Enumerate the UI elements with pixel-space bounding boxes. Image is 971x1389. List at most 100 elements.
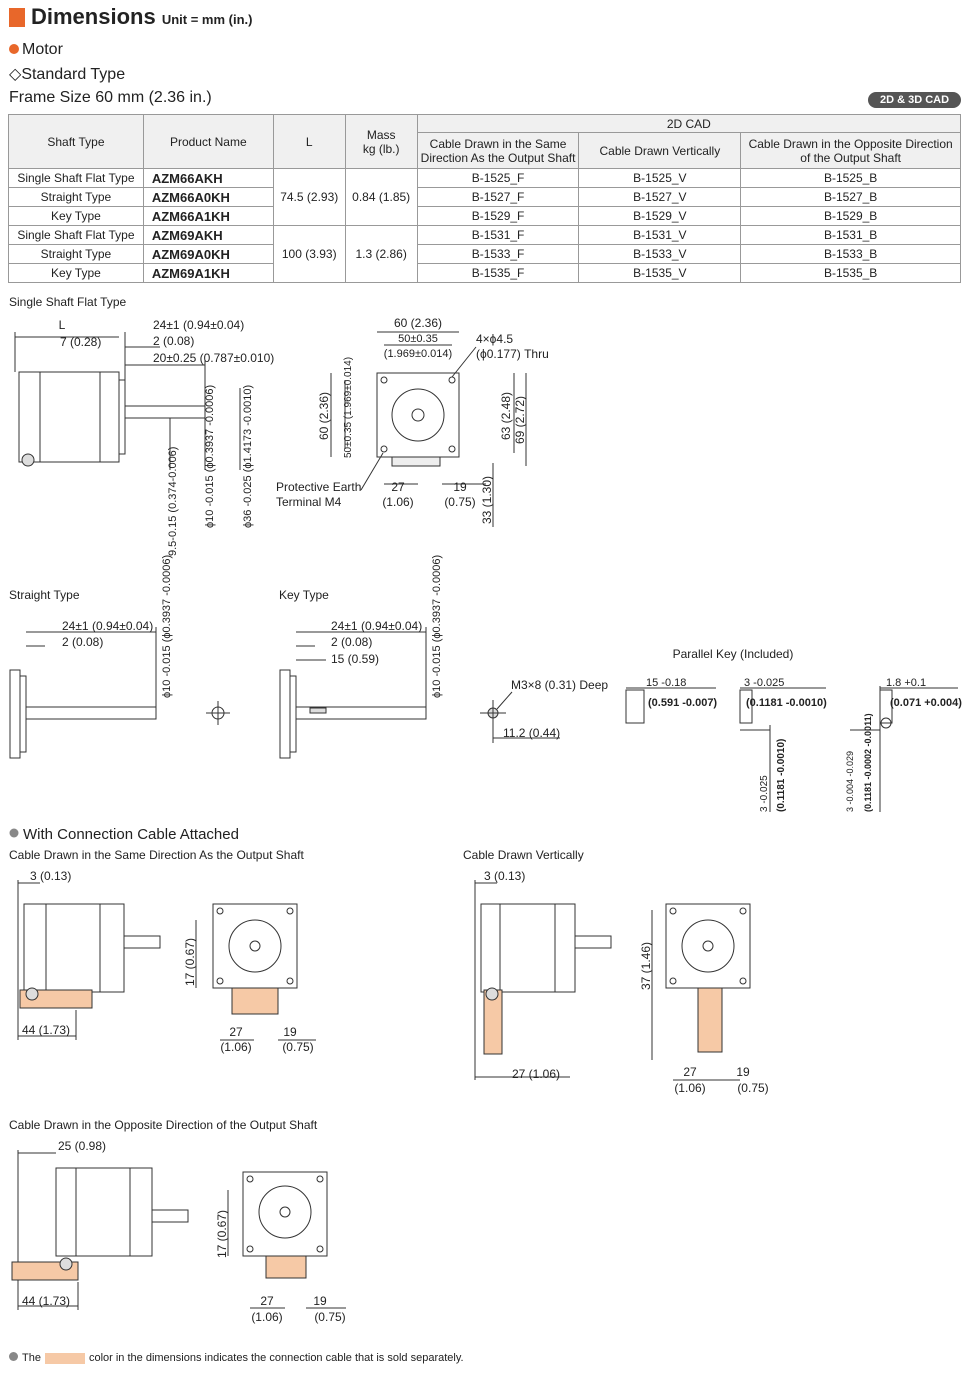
with-cable-heading: With Connection Cable Attached [23,826,239,843]
cable-opp-front-view [227,1171,346,1309]
key-dim-3v2: 3 -0.004 -0.029 [845,751,855,812]
key-dim-01181v2: (0.1181 -0.0002 -0.0011) [863,713,873,812]
single-flat-side-view [14,332,241,470]
dim-straight-24: 24±1 (0.94±0.04) [62,619,153,633]
diamond-icon: ◇ [9,66,22,83]
dim-cable-vert-3: 3 (0.13) [484,869,525,883]
dim-key-2: 2 (0.08) [331,635,372,649]
dim-b19: 19 [453,480,467,494]
dim-v50: 50±0.35 (1.969±0.014) [343,357,354,458]
dim-f1969: (1.969±0.014) [384,348,452,360]
dim-cable-opp-19in: (0.75) [314,1310,345,1324]
dim-cable-same-17: 17 (0.67) [183,938,197,986]
page-title: Dimensions Unit = mm (in.) [31,4,253,29]
dim-b33: 33 (1.30) [480,476,494,524]
drawing-title-straight: Straight Type [9,588,80,602]
protective-earth-label: Protective Earth [276,480,361,494]
bullet-icon [9,44,19,54]
cad-link[interactable]: B-1535_F [416,263,580,283]
dim-b19-in: (0.75) [444,495,475,509]
standard-type-heading: ◇Standard Type [9,66,126,83]
dim-cable-same-3: 3 (0.13) [30,869,71,883]
dim-2: 2 (0.08) [153,334,194,348]
dim-phi10: ϕ10 -0.015 (ϕ0.3937 -0.0006) [204,385,216,528]
cad-link[interactable]: B-1531_B [740,225,961,245]
key-dim-3: 3 -0.025 [744,677,784,689]
col-2d-cad: 2D CAD [416,114,962,133]
cad-link[interactable]: B-1535_B [740,263,961,283]
dim-cable-opp-17: 17 (0.67) [215,1210,229,1258]
cable-same-side-view [17,880,161,1040]
table-row: Single Shaft Flat Type AZM69AKH 100 (3.9… [8,225,961,283]
dim-cable-opp-27in: (1.06) [251,1310,282,1324]
dim-7: 7 (0.28) [60,335,101,349]
bullet-icon [9,1352,18,1361]
key-shaft-view [279,627,560,759]
dim-cable-vert-27in: (1.06) [674,1081,705,1095]
key-dim-01181v: (0.1181 -0.0010) [776,739,787,812]
dim-hole-in: (ϕ0.177) Thru [476,347,549,361]
cable-vert-front-view [651,903,751,1081]
key-dim-15: 15 -0.18 [646,677,686,689]
table-row: Key Type AZM66A1KH B-1529_F B-1529_V B-1… [8,206,961,226]
dim-v60: 60 (2.36) [317,392,331,440]
terminal-label: Terminal M4 [276,495,342,509]
table-row: Key Type AZM69A1KH B-1535_F B-1535_V B-1… [8,263,961,283]
dim-phi36: ϕ36 -0.025 (ϕ1.4173 -0.0010) [242,385,254,528]
parallel-key-views [625,686,958,812]
dim-9-5: 9.5-0.15 (0.374-0.006) [167,447,179,556]
dim-cable-opp-44: 44 (1.73) [22,1294,70,1308]
dim-cable-same-19: 19 [283,1025,297,1039]
single-flat-front-view [330,331,527,527]
key-dim-01181: (0.1181 -0.0010) [746,697,827,709]
cad-link[interactable]: B-1535_V [578,263,742,283]
cad-link[interactable]: B-1527_F [416,187,580,207]
cad-link[interactable]: B-1525_V [578,168,742,188]
dim-cable-same-27: 27 [229,1025,243,1039]
dim-cable-opp-25: 25 (0.98) [58,1139,106,1153]
dim-b27: 27 [391,480,405,494]
cable-opp-side-view [11,1150,189,1310]
dim-key-24: 24±1 (0.94±0.04) [331,619,422,633]
col-cad-same: Cable Drawn in the Same Direction As the… [416,132,580,169]
dim-key-phi10: ϕ10 -0.015 (ϕ0.3937 -0.0006) [431,555,443,698]
drawing-title-key: Key Type [279,588,329,602]
dim-v63: 63 (2.48) [499,392,513,440]
drawing-title-single-flat: Single Shaft Flat Type [9,295,127,309]
col-product-name: Product Name [142,114,274,169]
cad-badge[interactable]: 2D & 3D CAD [868,92,961,108]
drawing-title-cable-opp: Cable Drawn in the Opposite Direction of… [9,1118,318,1132]
dim-key-15: 15 (0.59) [331,652,379,666]
cad-link[interactable]: B-1533_B [740,244,961,264]
cad-link[interactable]: B-1527_B [740,187,961,207]
dim-b27-in: (1.06) [382,495,413,509]
key-dim-0591: (0.591 -0.007) [648,697,717,709]
dim-cable-vert-19in: (0.75) [737,1081,768,1095]
title-accent-square [9,8,25,27]
cable-color-swatch [44,1352,85,1364]
table-row: Straight Type AZM69A0KH B-1533_F B-1533_… [8,244,961,264]
dim-m3: M3×8 (0.31) Deep [511,678,608,692]
col-shaft-type: Shaft Type [8,114,144,169]
dim-v69: 69 (2.72) [513,396,527,444]
dim-f60: 60 (2.36) [394,316,442,330]
cad-link[interactable]: B-1527_V [578,187,742,207]
col-L: L [272,114,346,169]
motor-heading: Motor [9,41,63,59]
dim-cable-same-44: 44 (1.73) [22,1023,70,1037]
dim-f50: 50±0.35 [398,333,438,345]
col-cad-opposite: Cable Drawn in the Opposite Direction of… [740,132,961,169]
dim-cable-same-27in: (1.06) [220,1040,251,1054]
bullet-icon [9,828,19,838]
dim-cable-opp-19: 19 [313,1294,327,1308]
parallel-key-title: Parallel Key (Included) [673,647,794,661]
straight-shaft-view [9,627,230,759]
frame-size-heading: Frame Size 60 mm (2.36 in.) [9,89,212,106]
table-row: Straight Type AZM66A0KH B-1527_F B-1527_… [8,187,961,207]
cable-same-front-view [195,903,316,1041]
dim-straight-phi10: ϕ10 -0.015 (ϕ0.3937 -0.0006) [161,555,173,698]
cad-link[interactable]: B-1531_F [416,225,580,245]
